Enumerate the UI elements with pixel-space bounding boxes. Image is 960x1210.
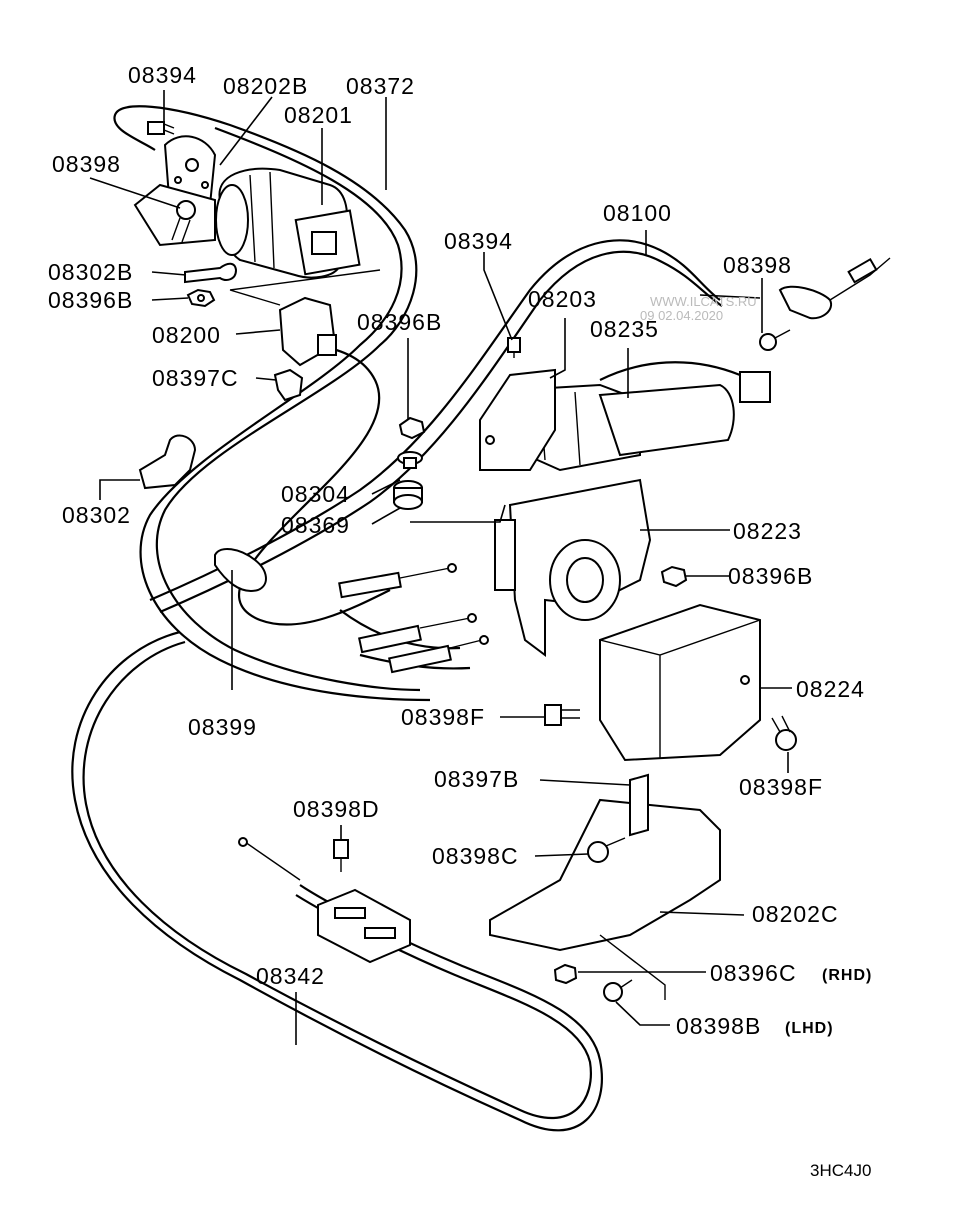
label-08398C: 08398C [432, 843, 519, 869]
label-08399: 08399 [188, 714, 257, 740]
label-08302: 08302 [62, 502, 131, 528]
bolt-08398-right [759, 329, 791, 351]
nut-08396B-left [186, 288, 216, 308]
label-08100: 08100 [603, 200, 672, 226]
washer-08304 [397, 451, 423, 469]
label-08372: 08372 [346, 73, 415, 99]
label-08202C: 08202C [752, 901, 839, 927]
bolt-08394-mid [507, 337, 521, 358]
part-labels: 08394 08202B 08372 08201 08398 08302B 08… [48, 62, 872, 1039]
label-08342: 08342 [256, 963, 325, 989]
label-08398D: 08398D [293, 796, 380, 822]
cable-ends [338, 563, 489, 674]
clamp-08302B [184, 262, 238, 284]
leader-lines [89, 90, 792, 1045]
watermark: WWW.ILCATS.RU 09 02.04.2020 [640, 294, 757, 323]
diagram-code: 3HC4J0 [810, 1161, 871, 1180]
label-08223: 08223 [733, 518, 802, 544]
label-08398F-left: 08398F [401, 704, 485, 730]
cable-08100 [149, 239, 723, 614]
nut-08396B-right [660, 565, 688, 588]
label-08396C: 08396C [710, 960, 797, 986]
bracket-08342 [317, 888, 411, 964]
bracket-08202B [133, 135, 217, 247]
label-08398F-right: 08398F [739, 774, 823, 800]
bolt-08398B [603, 979, 633, 1002]
label-08396B-mid: 08396B [357, 309, 442, 335]
clip-08397C [273, 368, 304, 402]
label-08200: 08200 [152, 322, 221, 348]
label-08203: 08203 [528, 286, 597, 312]
label-08235: 08235 [590, 316, 659, 342]
bolt-08398F-right [771, 715, 797, 751]
wire-end-08100 [699, 257, 891, 320]
grommet-08396B-mid [398, 416, 426, 440]
clamp-08399 [214, 548, 267, 592]
nut-08396C [553, 963, 578, 985]
label-08396B-left: 08396B [48, 287, 133, 313]
bolt-08398C [587, 837, 626, 863]
label-08396B-right: 08396B [728, 563, 813, 589]
label-08398B-note: (LHD) [785, 1020, 834, 1037]
grommet-08369 [393, 480, 423, 510]
bolt-08398D [333, 839, 349, 872]
label-08396C-note: (RHD) [822, 967, 872, 984]
watermark-date: 09 02.04.2020 [640, 308, 723, 323]
label-08398-left: 08398 [52, 151, 121, 177]
label-08201: 08201 [284, 102, 353, 128]
label-08398B: 08398B [676, 1013, 761, 1039]
bolt-08394-top [147, 121, 175, 135]
actuator-08201 [215, 167, 361, 279]
bracket-08223 [494, 478, 652, 657]
watermark-site: WWW.ILCATS.RU [650, 294, 757, 309]
label-08224: 08224 [796, 676, 865, 702]
clamp-08302 [138, 434, 197, 490]
label-08369: 08369 [281, 512, 350, 538]
label-08398-right: 08398 [723, 252, 792, 278]
bolt-08398F-left [544, 704, 580, 726]
bolt-08398-left [171, 200, 196, 243]
cover-08224 [599, 603, 761, 762]
label-08304: 08304 [281, 481, 350, 507]
cable-from-motor [237, 343, 471, 670]
label-08394-top: 08394 [128, 62, 197, 88]
bracket-08202C [489, 773, 721, 1000]
connector-08200 [229, 269, 381, 367]
label-08302B: 08302B [48, 259, 133, 285]
motor-08235 [514, 361, 771, 472]
label-08397C: 08397C [152, 365, 239, 391]
label-08202B: 08202B [223, 73, 308, 99]
label-08397B: 08397B [434, 766, 519, 792]
cable-08372 [113, 105, 431, 702]
cable-08342 [71, 630, 603, 1132]
label-08394-mid: 08394 [444, 228, 513, 254]
bracket-08203 [479, 368, 556, 471]
